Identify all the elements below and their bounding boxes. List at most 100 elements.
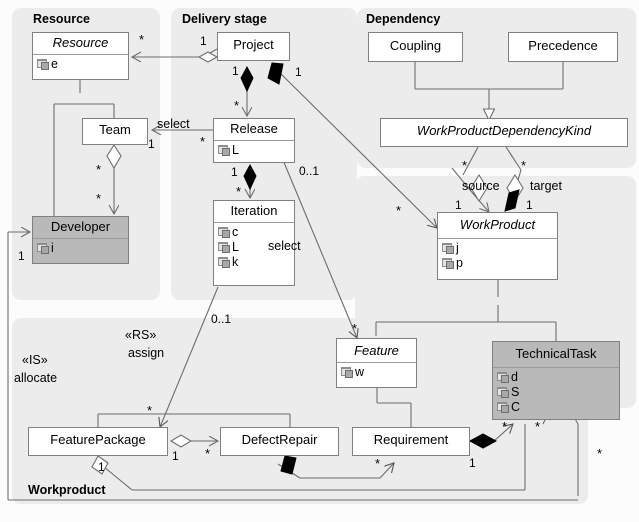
package-title-resource: Resource — [33, 12, 90, 26]
class-defectrepair[interactable]: DefectRepair — [220, 427, 339, 456]
property-icon — [218, 242, 230, 254]
attribute-row: k — [218, 255, 291, 270]
stereotype-rs: «RS» — [125, 328, 157, 342]
class-name-developer: Developer — [50, 219, 111, 234]
property-icon — [218, 257, 230, 269]
property-icon — [218, 227, 230, 239]
composition-diamond-requirement-technicaltask — [468, 433, 498, 449]
class-attributes-release: L — [214, 139, 294, 160]
property-icon — [37, 59, 49, 71]
class-workproduct[interactable]: WorkProduct j p — [437, 212, 558, 280]
multiplicity-featurepackage-bottom-one: 1 — [98, 460, 105, 474]
multiplicity-release-iteration-one: 1 — [231, 165, 238, 179]
composition-diamond-release-iteration — [243, 163, 257, 191]
label-select-team: select — [157, 117, 190, 131]
multiplicity-requirement-one: 1 — [469, 456, 476, 470]
class-project[interactable]: Project — [217, 32, 290, 61]
class-name-defectrepair: DefectRepair — [241, 432, 318, 447]
multiplicity-project-workproduct-one: 1 — [295, 65, 302, 79]
class-attributes-workproduct: j p — [438, 237, 557, 273]
property-icon — [341, 367, 353, 379]
attribute-label: k — [232, 255, 239, 270]
attribute-row: p — [442, 256, 554, 271]
class-name-workproductdependencykind: WorkProductDependencyKind — [416, 123, 592, 138]
class-featurepackage[interactable]: FeaturePackage — [28, 427, 168, 456]
attribute-row: i — [37, 241, 125, 256]
attribute-row: S — [497, 385, 616, 400]
property-icon — [497, 402, 509, 414]
multiplicity-workproduct-target-one: 1 — [526, 198, 533, 212]
class-name-team: Team — [99, 122, 131, 137]
attribute-label: L — [232, 143, 239, 158]
class-name-feature: Feature — [354, 343, 399, 358]
class-name-resource: Resource — [52, 35, 109, 50]
class-resource[interactable]: Resource e — [32, 32, 129, 80]
composition-diamond-target-workproduct — [504, 189, 520, 212]
multiplicity-developer-one: 1 — [18, 249, 25, 263]
attribute-label: d — [511, 370, 518, 385]
multiplicity-technicaltask-star-b: * — [535, 419, 541, 434]
attribute-label: e — [51, 57, 58, 72]
property-icon — [497, 372, 509, 384]
class-precedence[interactable]: Precedence — [508, 32, 618, 62]
multiplicity-defectrepair-star: * — [205, 446, 211, 461]
multiplicity-technicaltask-star-c: * — [597, 446, 603, 461]
package-title-workproduct: Workproduct — [28, 483, 106, 497]
class-workproductdependencykind[interactable]: WorkProductDependencyKind — [380, 118, 628, 147]
class-release[interactable]: Release L — [213, 118, 295, 163]
class-developer[interactable]: Developer i — [32, 216, 129, 264]
attribute-row: e — [37, 57, 125, 72]
multiplicity-project-release-one: 1 — [232, 64, 239, 78]
multiplicity-wpdk-source-star: * — [462, 158, 468, 173]
class-attributes-technicaltask: d S C — [493, 366, 619, 417]
attribute-row: d — [497, 370, 616, 385]
multiplicity-release-star: * — [234, 98, 240, 113]
aggregation-diamond-featurepackage-defectrepair — [169, 434, 193, 448]
multiplicity-wpdk-target-star: * — [521, 158, 527, 173]
class-name-project: Project — [233, 37, 274, 52]
attribute-label: i — [51, 241, 54, 256]
class-team[interactable]: Team — [82, 118, 148, 145]
attribute-row: L — [218, 143, 291, 158]
multiplicity-team-dev-star-lower: * — [96, 191, 102, 206]
package-title-dependency: Dependency — [366, 12, 441, 26]
class-name-iteration: Iteration — [230, 203, 278, 218]
aggregation-diamond-featurepackage-bottom — [91, 455, 109, 475]
class-iteration[interactable]: Iteration c L k — [213, 200, 295, 286]
composition-diamond-project-workproduct — [267, 62, 284, 85]
class-technicaltask[interactable]: TechnicalTask d S C — [492, 341, 620, 420]
multiplicity-featurepackage-one: 1 — [172, 449, 179, 463]
attribute-row: L — [218, 240, 291, 255]
multiplicity-iteration-assign-0-1: 0..1 — [211, 312, 232, 326]
property-icon — [442, 243, 454, 255]
class-feature[interactable]: Feature w — [336, 338, 417, 388]
attribute-row: w — [341, 365, 413, 380]
attribute-row: C — [497, 400, 616, 415]
class-attributes-feature: w — [337, 361, 416, 382]
multiplicity-workproduct-release-star: * — [396, 203, 402, 218]
composition-diamond-defectrepair — [280, 455, 297, 475]
stereotype-is: «IS» — [22, 353, 48, 367]
multiplicity-iteration-star: * — [236, 184, 242, 199]
class-name-precedence: Precedence — [528, 38, 598, 53]
attribute-row: c — [218, 225, 291, 240]
class-attributes-iteration: c L k — [214, 221, 294, 272]
class-name-technicaltask: TechnicalTask — [515, 346, 597, 361]
attribute-label: c — [232, 225, 239, 240]
class-name-release: Release — [230, 121, 278, 136]
label-assign: assign — [128, 346, 165, 360]
aggregation-diamond-source — [470, 173, 488, 203]
property-icon — [218, 145, 230, 157]
multiplicity-release-team-one: 1 — [148, 137, 155, 151]
class-coupling[interactable]: Coupling — [368, 32, 463, 62]
multiplicity-workproduct-source-one: 1 — [455, 198, 462, 212]
class-name-requirement: Requirement — [373, 432, 449, 447]
multiplicity-feature-star: * — [352, 321, 358, 336]
class-requirement[interactable]: Requirement — [352, 427, 470, 456]
class-name-featurepackage: FeaturePackage — [50, 432, 146, 447]
attribute-label: w — [355, 365, 365, 380]
label-allocate: allocate — [14, 371, 58, 385]
multiplicity-defectrepair-bottom-one: 1 — [284, 460, 291, 474]
attribute-label: L — [232, 240, 239, 255]
